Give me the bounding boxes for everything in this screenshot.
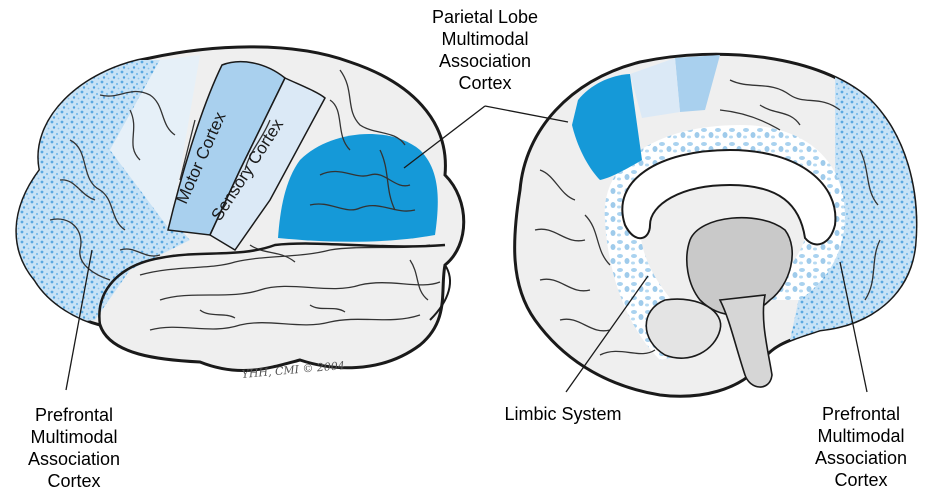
prefrontal-label-right: Prefrontal Multimodal Association Cortex xyxy=(796,403,926,491)
limbic-label: Limbic System xyxy=(478,403,648,425)
prefrontal-right-line-1: Prefrontal xyxy=(796,403,926,425)
limbic-label-text: Limbic System xyxy=(478,403,648,425)
prefrontal-left-line-1: Prefrontal xyxy=(6,404,142,426)
prefrontal-right-line-3: Association xyxy=(796,447,926,469)
parietal-label-line-3: Association xyxy=(385,50,585,72)
parietal-label-line-1: Parietal Lobe xyxy=(385,6,585,28)
prefrontal-left-line-4: Cortex xyxy=(6,470,142,492)
parietal-label-line-2: Multimodal xyxy=(385,28,585,50)
prefrontal-right-line-4: Cortex xyxy=(796,469,926,491)
prefrontal-left-line-3: Association xyxy=(6,448,142,470)
parietal-label: Parietal Lobe Multimodal Association Cor… xyxy=(385,6,585,94)
medial-brain xyxy=(515,54,929,396)
prefrontal-label-left: Prefrontal Multimodal Association Cortex xyxy=(6,404,142,492)
prefrontal-right-line-2: Multimodal xyxy=(796,425,926,447)
parietal-label-line-4: Cortex xyxy=(385,72,585,94)
lateral-brain: Motor Cortex Sensory Cortex YHH, CMI © 2… xyxy=(0,47,464,381)
prefrontal-left-line-2: Multimodal xyxy=(6,426,142,448)
